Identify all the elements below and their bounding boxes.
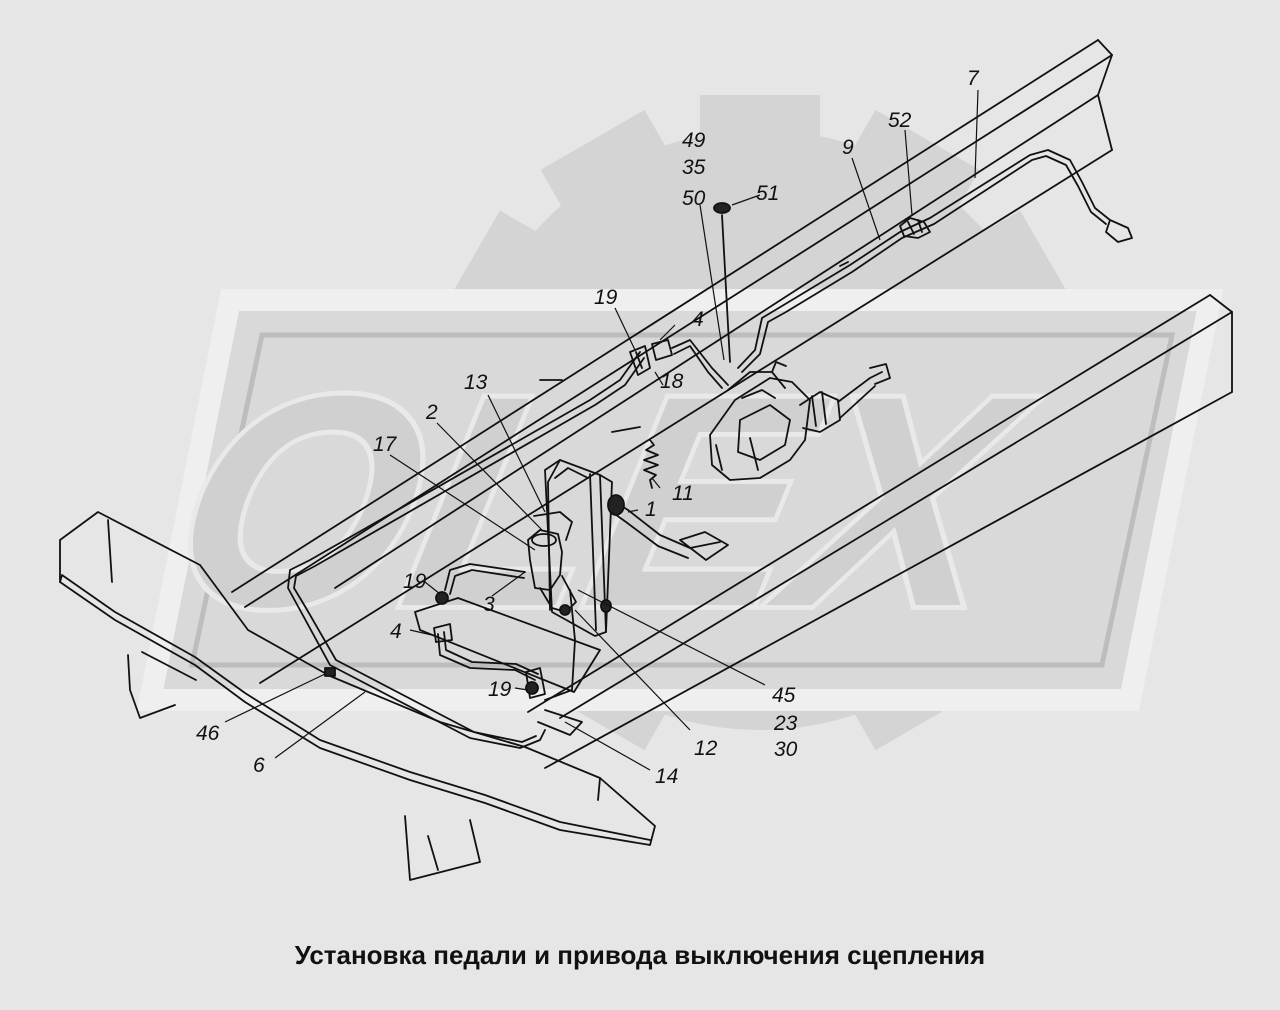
bracket-46 (324, 667, 336, 677)
callout-6: 6 (253, 754, 265, 777)
callout-7: 7 (967, 67, 980, 90)
front-cross-member (59, 511, 656, 881)
leader-lines (224, 89, 979, 771)
callout-17: 17 (373, 433, 398, 456)
clutch-tube-6 (287, 351, 645, 749)
callout-19-lower: 19 (488, 678, 512, 701)
callout-4-lower: 4 (390, 620, 402, 643)
callout-2: 2 (425, 401, 438, 424)
callout-11: 11 (672, 482, 694, 505)
tube-4-upper (671, 339, 729, 389)
callout-23: 23 (773, 712, 798, 735)
callout-14: 14 (655, 765, 678, 788)
callout-13: 13 (464, 371, 488, 394)
clutch-booster (709, 361, 891, 481)
callout-1: 1 (645, 498, 657, 521)
watermark-text: OLEX (149, 334, 1053, 669)
callout-labels: 7 52 9 49 35 50 51 19 4 18 13 2 17 11 1 … (196, 67, 980, 788)
callout-19-top: 19 (594, 286, 618, 309)
fitting-52 (899, 217, 931, 239)
diagram-caption: Установка педали и привода выключения сц… (294, 940, 986, 970)
callout-51: 51 (756, 182, 779, 205)
master-cylinder (527, 511, 577, 616)
tube-7-9 (737, 149, 1133, 373)
watermark-badge (136, 289, 1224, 711)
callout-49: 49 (682, 129, 706, 152)
frame-rail-lower (527, 294, 1233, 769)
callout-9: 9 (842, 136, 854, 159)
watermark: OLEX (136, 95, 1224, 751)
callout-3: 3 (483, 593, 495, 616)
callout-12: 12 (694, 737, 718, 760)
callout-19-left: 19 (403, 570, 427, 593)
clip-19-lower (525, 681, 539, 695)
drawing-lines (59, 39, 1233, 881)
tube-3 (444, 563, 526, 595)
callout-4-top: 4 (692, 308, 704, 331)
callout-30: 30 (774, 738, 798, 761)
callout-52: 52 (888, 109, 912, 132)
plug-51 (713, 202, 731, 214)
callout-46: 46 (196, 722, 220, 745)
clip-19-left (435, 591, 449, 605)
callout-18: 18 (660, 370, 684, 393)
fitting-18-19 (629, 339, 673, 376)
callout-50: 50 (682, 187, 706, 210)
return-spring-11 (643, 439, 659, 489)
hose-12 (544, 589, 576, 701)
callout-35: 35 (682, 156, 706, 179)
callout-45: 45 (772, 684, 796, 707)
